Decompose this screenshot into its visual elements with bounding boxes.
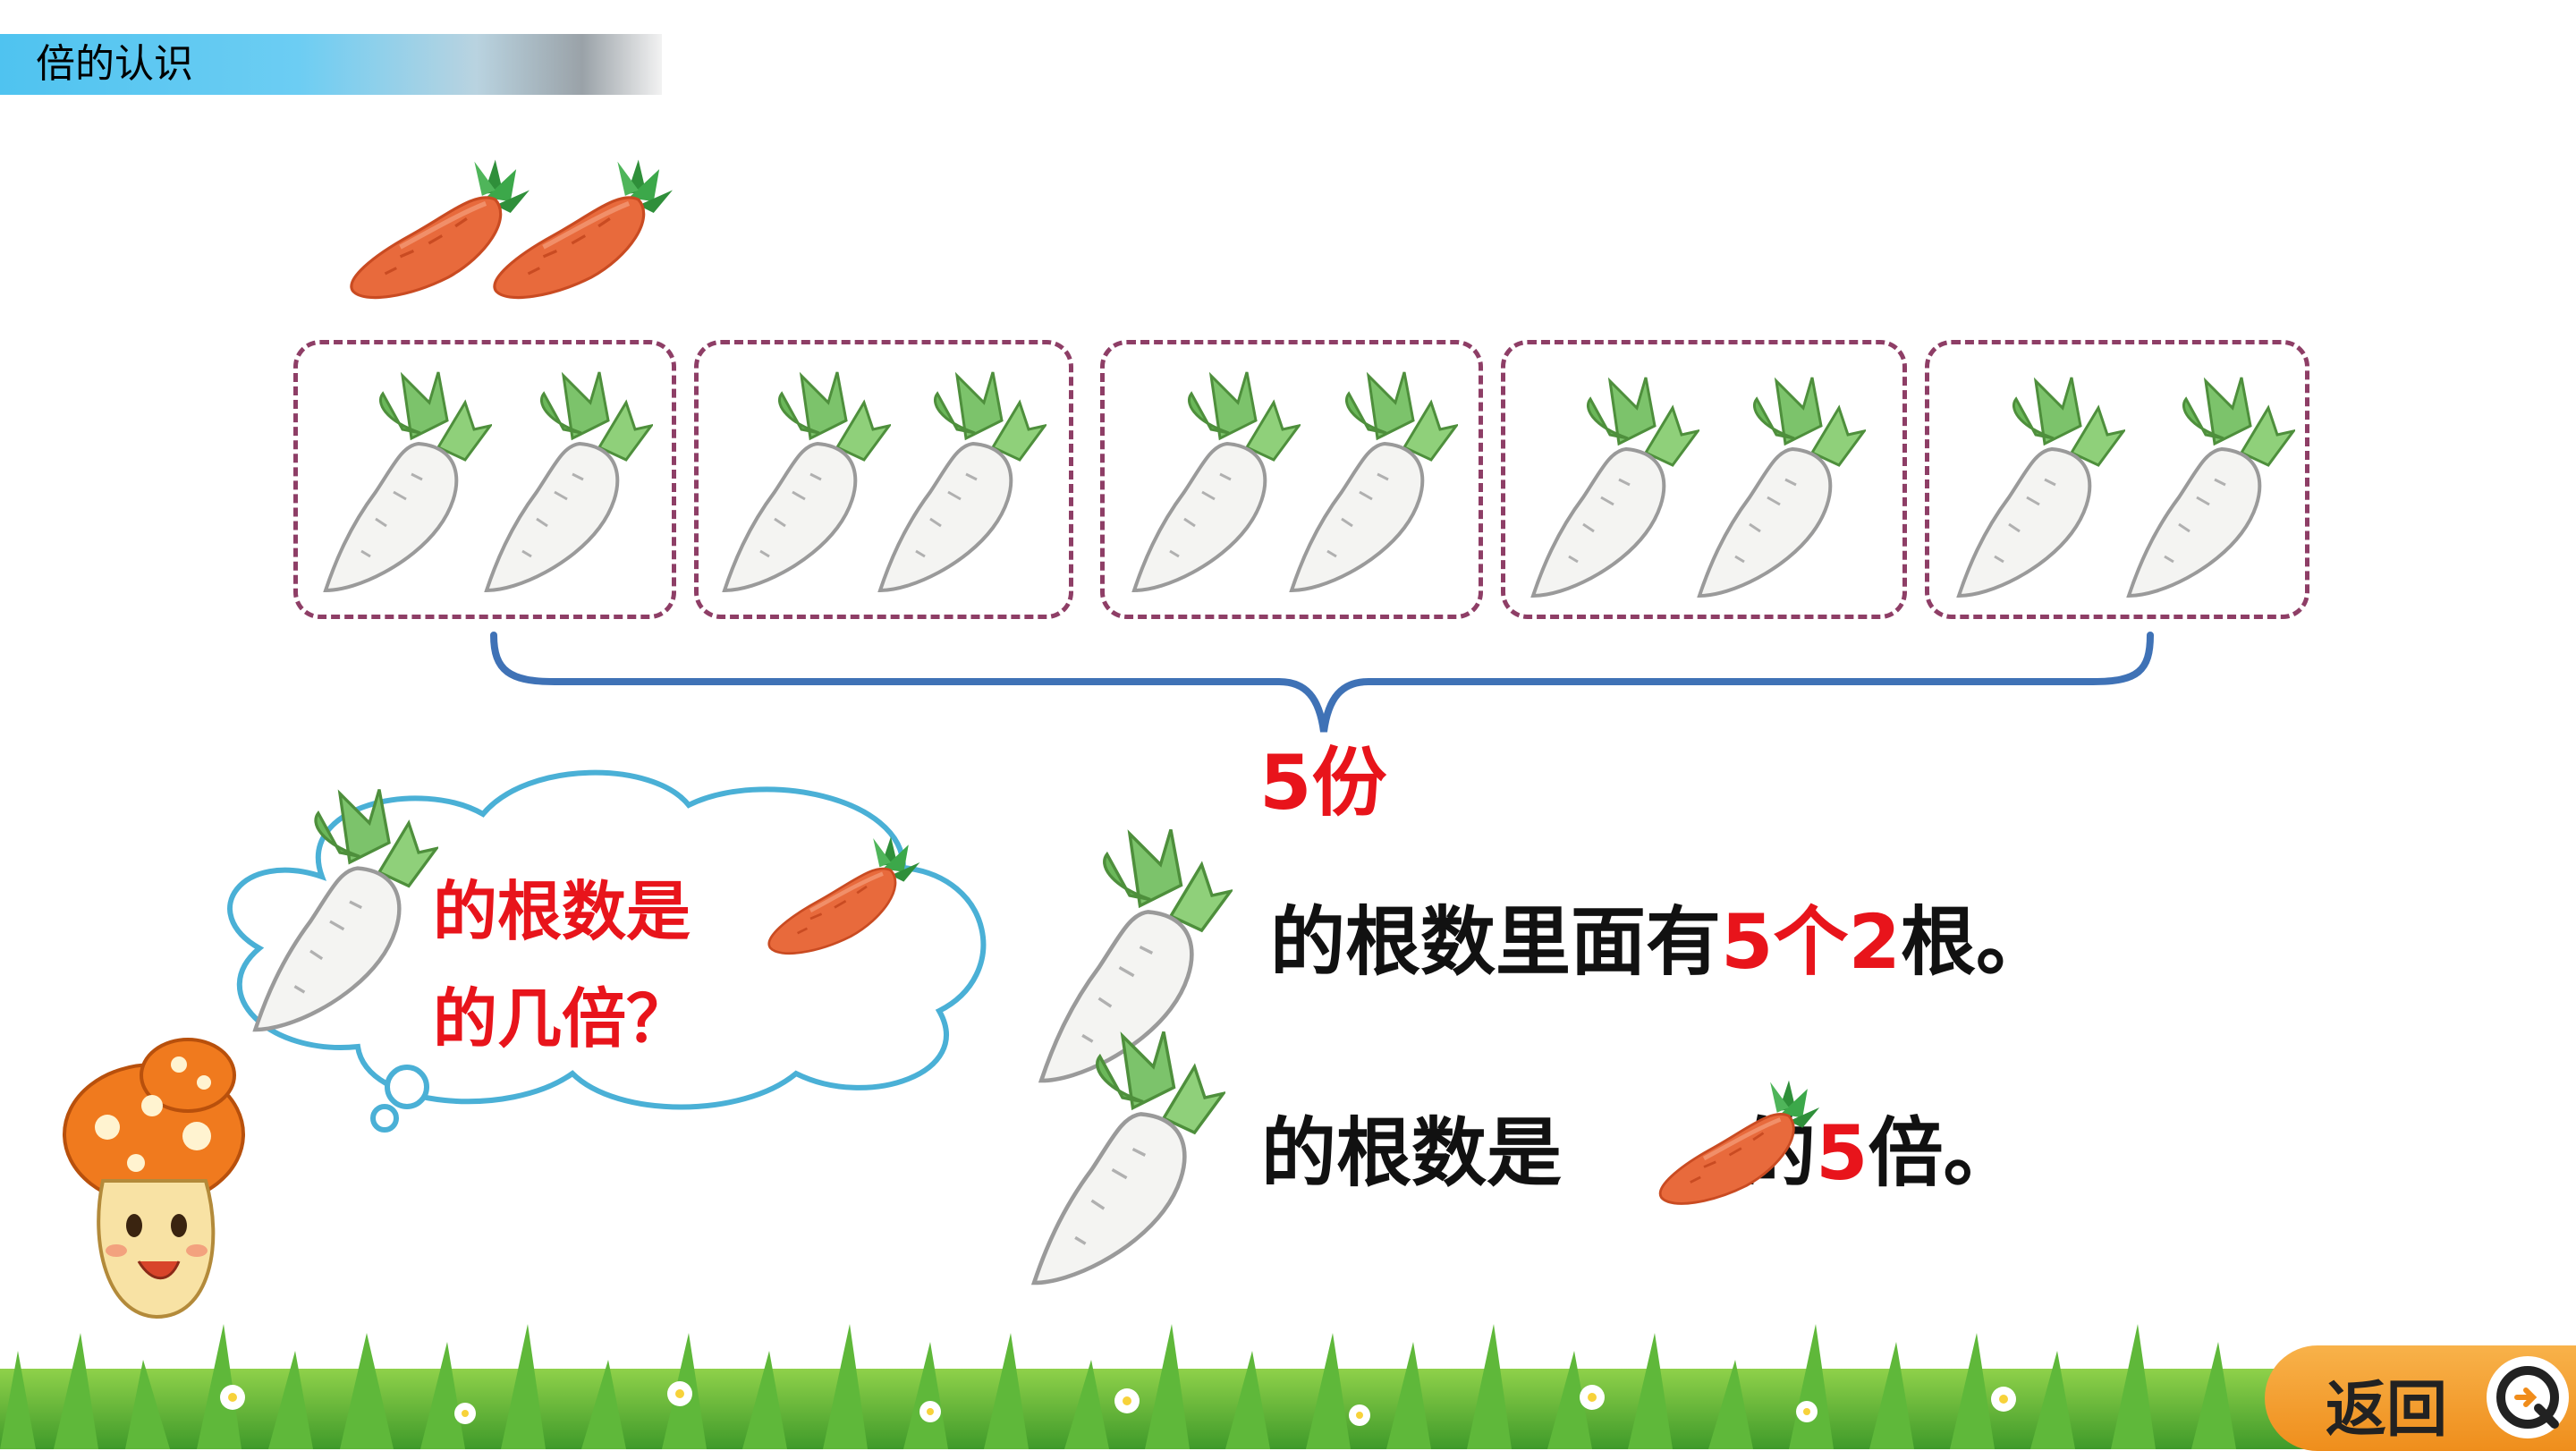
radish-icon [2116,372,2295,605]
brace-label: 5份 [1259,723,1386,831]
statement-1: 的根数里面有5个2根。 [1270,882,2051,990]
brace-label-unit: 份 [1311,739,1387,827]
return-button-label: 返回 [2326,1375,2448,1446]
cloud-question-line-2: 的几倍？ [433,981,691,1056]
radish-icon [242,784,438,1039]
brace-label-number: 5 [1259,739,1312,827]
radish-icon [1687,372,1866,605]
grass-footer [0,1324,2576,1449]
radish-group-2 [694,340,1073,619]
carrot-icon [1653,1061,1823,1222]
statement-2: 的根数是的5倍。 [1261,1093,2019,1201]
radish-group-5 [1925,340,2309,619]
radish-icon [868,367,1046,599]
statement-2-end: 倍。 [1868,1109,2019,1197]
carrot-icon [762,823,923,966]
radish-icon [474,367,653,599]
radish-icon [712,367,891,599]
radish-icon [1020,1025,1225,1294]
return-button[interactable]: 返回 [2265,1345,2576,1451]
radish-icon [1279,367,1458,599]
radish-icon [1521,372,1699,605]
mushroom-mascot-icon [63,1038,245,1319]
statement-2-text: 的根数是 [1261,1109,1563,1197]
statement-1-end: 根。 [1900,898,2051,986]
statement-1-per-group: 2 [1848,898,1901,986]
radish-group-1 [293,340,676,619]
radish-group-3 [1100,340,1483,619]
statement-1-group-count: 5 [1721,898,1774,986]
radish-icon [313,367,492,599]
statement-1-text: 的根数里面有 [1270,898,1722,986]
statement-2-multiple: 5 [1816,1109,1868,1197]
radish-icon [1122,367,1301,599]
return-circle-icon [2487,1356,2569,1438]
cloud-question-line-1: 的根数是 [433,874,691,949]
page-title: 倍的认识 [36,41,193,87]
statement-1-measure: 个 [1773,898,1849,986]
brace [490,632,2154,733]
carrot-icon [483,152,680,304]
title-bar [0,34,662,95]
radish-icon [1946,372,2125,605]
radish-group-4 [1501,340,1907,619]
